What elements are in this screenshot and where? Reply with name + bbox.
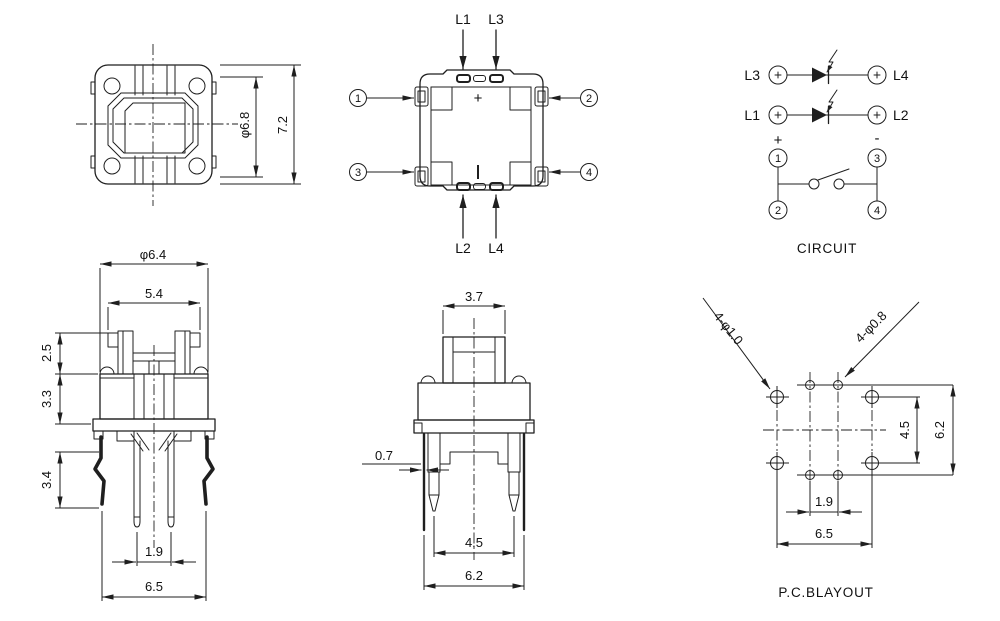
dim-top-diameter: φ6.8 — [237, 112, 252, 139]
pcb-centerlines — [763, 372, 886, 488]
circuit-pin3: 3 — [874, 153, 880, 165]
label-l2: L2 — [455, 240, 471, 256]
bottom-view-corner-tabs — [414, 86, 549, 187]
side-view-stem — [442, 336, 506, 384]
circuit-led-row2: L1 L2 + - — [744, 89, 909, 149]
pcb-title: P.C.BLAYOUT — [778, 585, 873, 600]
circuit-pin2: 2 — [775, 205, 781, 217]
bottom-view-led-callouts: L1 L3 L2 L4 — [455, 11, 504, 256]
label-l3: L3 — [488, 11, 504, 27]
top-view-dimensions: φ6.8 7.2 — [220, 64, 301, 185]
top-view: φ6.8 7.2 — [76, 44, 301, 206]
dim-front-h3: 3.4 — [39, 471, 54, 489]
circuit-pin1: 1 — [775, 153, 781, 165]
bottom-view-body-outline — [419, 69, 544, 191]
pcb-holes-big-label: 4-φ1.0 — [711, 309, 747, 348]
pcb-small-holes — [797, 380, 953, 480]
circuit-l1: L1 — [744, 107, 760, 123]
circuit-switch: 1 3 2 4 — [768, 148, 887, 220]
dim-front-h1: 2.5 — [39, 344, 54, 362]
callout-pin2: 2 — [586, 93, 592, 105]
callout-pin3: 3 — [355, 167, 361, 179]
front-view-leads — [93, 435, 215, 528]
circuit-l2: L2 — [893, 107, 909, 123]
side-view: 3.7 0.7 4.5 6.2 — [362, 289, 535, 590]
pcb-layout: 4-φ1.0 4-φ0.8 4.5 6.2 1.9 6.5 P.C.BLAYOU… — [702, 297, 956, 600]
pcb-hole-callouts: 4-φ1.0 4-φ0.8 — [702, 297, 920, 390]
bottom-view-plus-mark: + — [474, 90, 483, 107]
dim-front-diameter: φ6.4 — [140, 247, 167, 262]
dim-pcb-v-outer: 6.2 — [932, 421, 947, 439]
top-view-body-outline — [90, 64, 217, 185]
dim-pcb-v-inner: 4.5 — [897, 421, 912, 439]
circuit-diagram: L3 L4 L1 L2 + - — [744, 49, 909, 256]
circuit-pin4: 4 — [874, 205, 880, 217]
label-l1: L1 — [455, 11, 471, 27]
front-view-body — [92, 366, 216, 452]
circuit-led-row1: L3 L4 — [744, 49, 909, 85]
top-view-inner-frame — [107, 92, 199, 159]
bottom-view-cavity — [430, 86, 532, 186]
circuit-l3: L3 — [744, 67, 760, 83]
front-view-dimensions: φ6.4 5.4 2.5 3.3 3.4 1.9 6.5 — [39, 247, 209, 601]
dim-top-height: 7.2 — [275, 116, 290, 134]
dim-side-pitch-outer: 6.2 — [465, 568, 483, 583]
bottom-view: + L1 L3 L2 L4 1 2 3 4 — [349, 11, 598, 256]
pcb-dimensions: 4.5 6.2 1.9 6.5 — [776, 385, 956, 548]
callout-pin1: 1 — [355, 93, 361, 105]
bottom-view-led-pads — [456, 74, 504, 191]
top-view-centerlines — [76, 44, 238, 206]
label-l4: L4 — [488, 240, 504, 256]
dim-pcb-h-inner: 1.9 — [815, 494, 833, 509]
dim-pcb-h-outer: 6.5 — [815, 526, 833, 541]
top-view-corner-holes — [103, 77, 206, 175]
dim-side-cap: 3.7 — [465, 289, 483, 304]
side-view-leads — [422, 432, 526, 532]
dim-front-h2: 3.3 — [39, 390, 54, 408]
dim-side-lead: 0.7 — [375, 448, 393, 463]
dim-front-pitch-inner: 1.9 — [145, 544, 163, 559]
bottom-view-pin-callouts: 1 2 3 4 — [349, 89, 598, 181]
callout-pin4: 4 — [586, 167, 592, 179]
top-view-bars — [134, 65, 176, 184]
circuit-minus: - — [875, 130, 880, 147]
dim-front-pitch-outer: 6.5 — [145, 579, 163, 594]
side-view-dimensions: 3.7 0.7 4.5 6.2 — [362, 289, 525, 590]
front-view-top-towers — [107, 330, 201, 375]
circuit-plus: + — [774, 132, 783, 149]
dim-front-cap: 5.4 — [145, 286, 163, 301]
front-view: φ6.4 5.4 2.5 3.3 3.4 1.9 6.5 — [39, 247, 216, 601]
circuit-title: CIRCUIT — [797, 241, 857, 256]
pcb-holes-small-label: 4-φ0.8 — [852, 308, 890, 346]
side-view-body — [413, 375, 535, 465]
dim-side-pitch-inner: 4.5 — [465, 535, 483, 550]
circuit-l4: L4 — [893, 67, 909, 83]
